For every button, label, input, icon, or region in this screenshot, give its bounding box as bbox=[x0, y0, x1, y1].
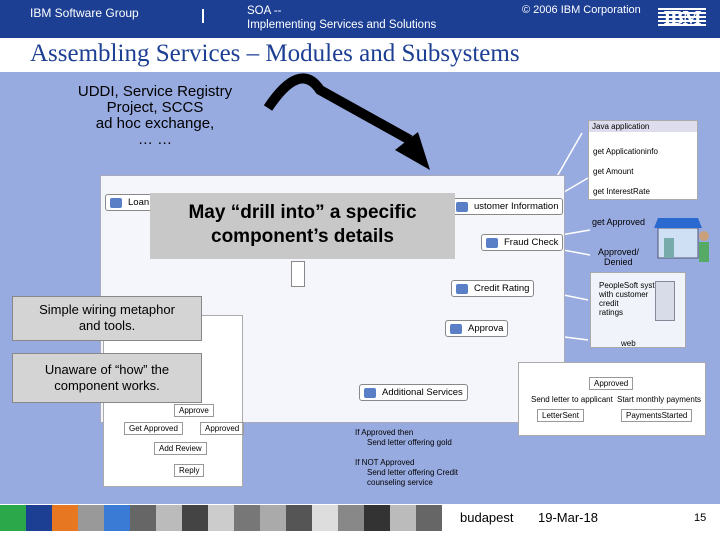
footer-image-strip bbox=[0, 505, 442, 531]
flow-thumbnail: Approved Send letter to applicant Start … bbox=[518, 362, 706, 436]
web-label: web bbox=[621, 339, 636, 348]
footer-tile bbox=[312, 505, 338, 531]
group-label: IBM Software Group bbox=[30, 6, 139, 20]
ibm-logo-text: IBM bbox=[663, 7, 702, 29]
node-approval[interactable]: Approva bbox=[445, 320, 509, 337]
drill-line-2: component’s details bbox=[211, 226, 394, 247]
footer-tile bbox=[182, 505, 208, 531]
unaware-line-1: Unaware of “how” the bbox=[44, 362, 170, 377]
footer-tile bbox=[78, 505, 104, 531]
footer-tile bbox=[234, 505, 260, 531]
server-icon bbox=[655, 281, 675, 321]
node-fraud-check[interactable]: Fraud Check bbox=[481, 234, 564, 251]
uddi-line-4: … … bbox=[137, 131, 173, 148]
process-approve: Approve bbox=[174, 404, 214, 417]
uddi-line-1: UDDI, Service Registry bbox=[77, 83, 233, 100]
footer-date: 19-Mar-18 bbox=[538, 510, 598, 525]
peoplesoft-line: ratings bbox=[599, 308, 624, 317]
copyright: © 2006 IBM Corporation bbox=[522, 4, 641, 16]
wiring-line-1: Simple wiring metaphor bbox=[39, 302, 175, 317]
uddi-line-2: Project, SCCS bbox=[106, 99, 204, 116]
approval-notes: If Approved then Send letter offering go… bbox=[355, 428, 458, 488]
process-add-review: Add Review bbox=[154, 442, 207, 455]
java-app-method: get Amount bbox=[593, 167, 634, 176]
ibm-logo: IBM bbox=[658, 8, 706, 28]
slide-title: Assembling Services – Modules and Subsys… bbox=[30, 40, 520, 67]
note-line: Send letter offering Credit bbox=[367, 468, 459, 477]
peoplesoft-line: PeopleSoft system bbox=[599, 281, 666, 290]
node-additional-services[interactable]: Additional Services bbox=[359, 384, 468, 401]
node-fraud-label: Fraud Check bbox=[504, 237, 559, 248]
drill-line-1: May “drill into” a specific bbox=[188, 202, 417, 223]
node-additional-label: Additional Services bbox=[382, 387, 463, 398]
approved-denied-label-2: Denied bbox=[604, 257, 633, 267]
process-reply: Reply bbox=[174, 464, 205, 477]
footer-tile bbox=[390, 505, 416, 531]
node-loan[interactable]: Loan bbox=[105, 194, 155, 211]
process-approved: Approved bbox=[200, 422, 245, 435]
java-app-method: get Applicationinfo bbox=[593, 147, 658, 156]
footer-tile bbox=[364, 505, 390, 531]
footer-tile bbox=[260, 505, 286, 531]
soa-line-1: SOA -- bbox=[247, 5, 282, 17]
node-customer-label: ustomer Information bbox=[474, 201, 559, 212]
soa-title: SOA -- Implementing Services and Solutio… bbox=[247, 4, 436, 32]
peoplesoft-thumbnail: PeopleSoft system with customer credit r… bbox=[590, 272, 686, 348]
flow-start-payments: Start monthly payments bbox=[617, 395, 702, 404]
node-credit-rating[interactable]: Credit Rating bbox=[451, 280, 535, 297]
component-icon bbox=[486, 238, 498, 248]
process-get-approved: Get Approved bbox=[124, 422, 183, 435]
unaware-line-2: component works. bbox=[54, 378, 160, 393]
soa-line-2: Implementing Services and Solutions bbox=[247, 19, 437, 31]
header-bar: IBM Software Group SOA -- Implementing S… bbox=[0, 0, 720, 38]
component-icon bbox=[456, 202, 468, 212]
flow-payments-started: PaymentsStarted bbox=[621, 409, 693, 422]
component-icon bbox=[364, 388, 376, 398]
unaware-callout: Unaware of “how” the component works. bbox=[12, 353, 202, 403]
get-approved-label: get Approved bbox=[592, 217, 646, 227]
wiring-line-2: and tools. bbox=[78, 318, 136, 333]
footer-tile bbox=[52, 505, 78, 531]
note-line: Send letter offering gold bbox=[367, 438, 452, 447]
drill-callout: May “drill into” a specific component’s … bbox=[150, 193, 455, 259]
footer-city: budapest bbox=[460, 510, 514, 525]
page-number: 15 bbox=[694, 512, 707, 524]
component-icon bbox=[110, 198, 122, 208]
footer-tile bbox=[286, 505, 312, 531]
wire-junction bbox=[291, 261, 305, 287]
java-app-title: Java application bbox=[589, 121, 697, 132]
footer-tile bbox=[208, 505, 234, 531]
flow-letter-sent: LetterSent bbox=[537, 409, 584, 422]
node-customer-information[interactable]: ustomer Information bbox=[451, 198, 564, 215]
footer-tile bbox=[0, 505, 26, 531]
component-icon bbox=[450, 324, 462, 334]
java-app-method: get InterestRate bbox=[593, 187, 650, 196]
note-line: counseling service bbox=[367, 478, 433, 487]
note-line: If NOT Approved bbox=[355, 458, 415, 467]
note-line: If Approved then bbox=[355, 428, 414, 437]
component-icon bbox=[456, 284, 468, 294]
header-separator bbox=[202, 9, 204, 23]
footer-tile bbox=[26, 505, 52, 531]
footer-tile bbox=[104, 505, 130, 531]
peoplesoft-line: credit bbox=[599, 299, 619, 308]
approved-denied-label-1: Approved/ bbox=[598, 247, 640, 257]
flow-approved: Approved bbox=[589, 377, 634, 390]
uddi-line-3: ad hoc exchange, bbox=[95, 115, 215, 132]
footer-tile bbox=[338, 505, 364, 531]
node-approval-label: Approva bbox=[468, 323, 504, 334]
uddi-text: UDDI, Service Registry Project, SCCS ad … bbox=[60, 84, 250, 148]
footer-tile bbox=[130, 505, 156, 531]
footer-tile bbox=[156, 505, 182, 531]
peoplesoft-line: with customer bbox=[599, 290, 649, 299]
node-loan-label: Loan bbox=[128, 197, 150, 208]
java-app-thumbnail: Java application get Applicationinfo get… bbox=[588, 120, 698, 200]
footer-tile bbox=[416, 505, 442, 531]
wiring-callout: Simple wiring metaphor and tools. bbox=[12, 296, 202, 341]
store-icon bbox=[654, 218, 709, 262]
node-credit-label: Credit Rating bbox=[474, 283, 530, 294]
flow-send-letter: Send letter to applicant bbox=[531, 395, 613, 404]
